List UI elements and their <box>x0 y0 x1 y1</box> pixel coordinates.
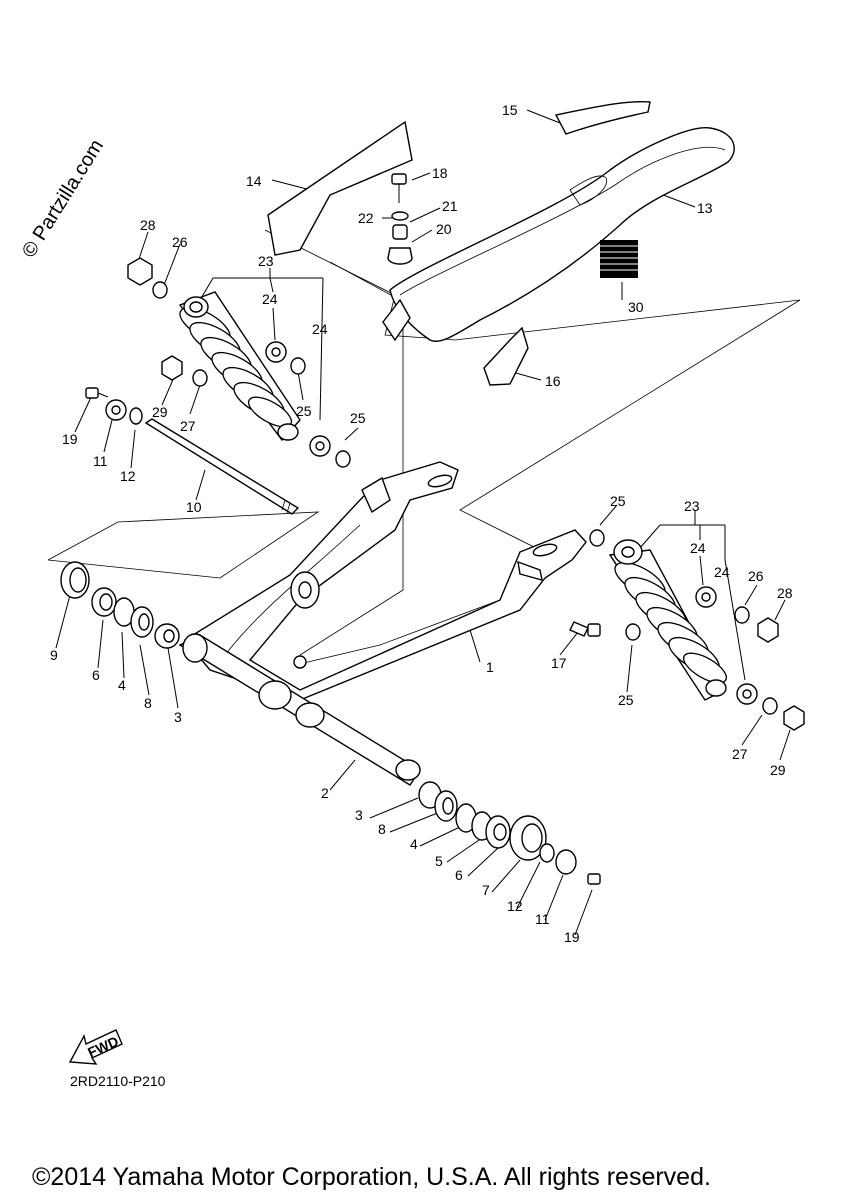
callout-8: 8 <box>144 695 152 711</box>
callout-25: 25 <box>618 692 634 708</box>
collar-11-left <box>105 399 127 421</box>
bolt-19-right <box>587 873 601 885</box>
callout-10: 10 <box>186 499 202 515</box>
washer-25-right-b <box>625 623 641 641</box>
callout-4: 4 <box>410 836 418 852</box>
washer-12-left <box>129 407 143 425</box>
callout-19: 19 <box>62 431 78 447</box>
washer-27-left <box>192 369 208 387</box>
diagram-code: 2RD2110-P210 <box>70 1073 166 1089</box>
callout-24: 24 <box>714 564 730 580</box>
callout-17: 17 <box>551 655 567 671</box>
collar-24-left-a <box>265 341 287 363</box>
chain-guard-14 <box>267 120 413 256</box>
callout-7: 7 <box>482 882 490 898</box>
forward-direction-arrow: FWD <box>68 1029 123 1065</box>
callout-28: 28 <box>777 585 793 601</box>
washer-27-right <box>762 697 778 715</box>
pivot-shaft-10 <box>144 418 300 515</box>
collar-24-right-b <box>736 683 758 705</box>
callout-13: 13 <box>697 200 713 216</box>
washer-25-left-a <box>290 357 306 375</box>
washer-25-right-a <box>589 529 605 547</box>
callout-28: 28 <box>140 217 156 233</box>
grommet-20 <box>387 247 413 265</box>
bearing-8-right <box>434 790 458 822</box>
callout-14: 14 <box>246 173 262 189</box>
collar-24-left-b <box>309 435 331 457</box>
rear-arm-1 <box>183 461 587 701</box>
rear-shock-absorber-left <box>178 291 301 442</box>
nut-28-right <box>757 617 779 643</box>
callout-30: 30 <box>628 299 644 315</box>
callout-2: 2 <box>321 785 329 801</box>
callout-8: 8 <box>378 821 386 837</box>
callout-25: 25 <box>610 493 626 509</box>
nut-29-right <box>783 705 805 731</box>
washer-22 <box>391 211 409 221</box>
callout-24: 24 <box>690 540 706 556</box>
bolt-17 <box>569 621 601 637</box>
washer-26-left <box>152 281 168 299</box>
cap-7 <box>509 815 547 861</box>
leader-lines <box>47 109 801 936</box>
callout-23: 23 <box>684 498 700 514</box>
nut-11-right <box>555 849 577 875</box>
callout-6: 6 <box>92 667 100 683</box>
callout-29: 29 <box>770 762 786 778</box>
callout-21: 21 <box>442 198 458 214</box>
callout-22: 22 <box>358 210 374 226</box>
callout-4: 4 <box>118 677 126 693</box>
callout-26: 26 <box>748 568 764 584</box>
callout-19: 19 <box>564 929 580 945</box>
callout-5: 5 <box>435 853 443 869</box>
callout-15: 15 <box>502 102 518 118</box>
callout-18: 18 <box>432 165 448 181</box>
protector-16 <box>483 326 529 386</box>
fwd-label: FWD <box>85 1033 121 1061</box>
callout-12: 12 <box>120 468 136 484</box>
bearing-6-right <box>485 815 511 849</box>
callout-20: 20 <box>436 221 452 237</box>
bolt-18 <box>391 173 407 203</box>
collar-24-right-a <box>695 586 717 608</box>
callout-3: 3 <box>174 709 182 725</box>
callout-1: 1 <box>486 659 494 675</box>
bearing-8-left <box>130 606 154 638</box>
callout-25: 25 <box>350 410 366 426</box>
collar-3-left <box>154 623 180 649</box>
callout-27: 27 <box>732 746 748 762</box>
label-30 <box>600 240 638 278</box>
nut-28-left <box>127 257 153 286</box>
protector-15 <box>554 100 651 135</box>
washer-25-left-b <box>335 450 351 468</box>
rear-shock-absorber-right <box>608 539 728 701</box>
oil-seal-9 <box>60 561 90 599</box>
callout-23: 23 <box>258 253 274 269</box>
callout-24: 24 <box>312 321 328 337</box>
bearing-6-left <box>91 587 117 617</box>
collar-21 <box>392 224 408 240</box>
bolt-19-left <box>85 387 109 399</box>
callout-12: 12 <box>507 898 523 914</box>
callout-16: 16 <box>545 373 561 389</box>
callout-9: 9 <box>50 647 58 663</box>
washer-26-right <box>734 606 750 624</box>
callout-11: 11 <box>535 911 550 927</box>
callout-labels: 1 2 3 3 4 4 5 6 6 7 8 8 9 10 11 11 12 12… <box>50 102 793 945</box>
chain-case-13 <box>382 127 735 342</box>
callout-25: 25 <box>296 403 312 419</box>
callout-11: 11 <box>93 453 108 469</box>
callout-26: 26 <box>172 234 188 250</box>
pivot-shaft-2 <box>178 633 421 786</box>
callout-3: 3 <box>355 807 363 823</box>
callout-24: 24 <box>262 291 278 307</box>
callout-29: 29 <box>152 404 168 420</box>
callout-6: 6 <box>455 867 463 883</box>
washer-12-right <box>539 843 555 863</box>
nut-29-left <box>161 355 183 381</box>
copyright-notice: ©2014 Yamaha Motor Corporation, U.S.A. A… <box>32 1163 711 1191</box>
callout-27: 27 <box>180 418 196 434</box>
